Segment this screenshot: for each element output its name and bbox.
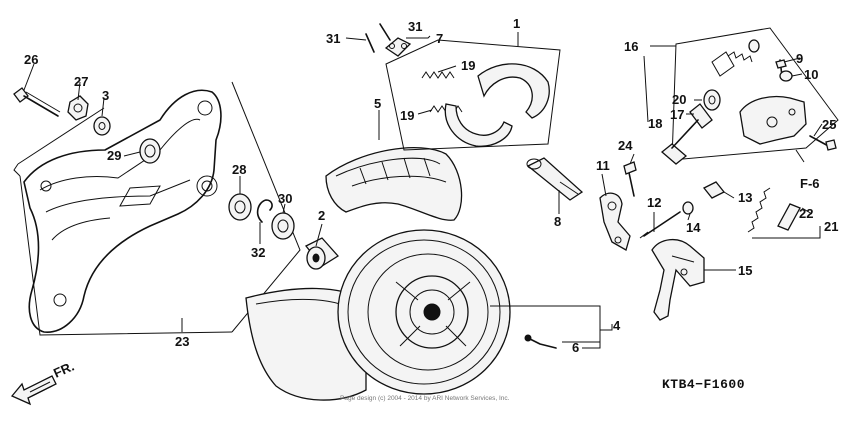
callout-28: 28 [232, 162, 246, 177]
callout-18: 18 [648, 116, 662, 131]
callout-26: 26 [24, 52, 38, 67]
callout-31-right: 31 [408, 19, 422, 34]
callout-14: 14 [686, 220, 701, 235]
pin-plate-7 [384, 37, 412, 57]
diagram-code: KTB4−F1600 [662, 377, 745, 392]
bracket-1 [385, 39, 561, 151]
figure-reference: F-6 [800, 176, 820, 191]
callout-30: 30 [278, 191, 292, 206]
caliper-body [739, 95, 807, 145]
bearing-30 [271, 212, 295, 240]
circlip-32 [256, 199, 273, 223]
callout-23: 23 [175, 334, 189, 349]
bracket-23-left [13, 163, 21, 177]
leader-lines [23, 32, 823, 349]
callout-3: 3 [102, 88, 109, 103]
seal-29 [139, 138, 161, 164]
front-label: FR. [51, 359, 76, 381]
callout-13: 13 [738, 190, 752, 205]
spring-21 [747, 187, 771, 233]
bolt-26 [13, 87, 61, 117]
callout-32: 32 [251, 245, 265, 260]
pin-31b [379, 23, 391, 41]
callout-21: 21 [824, 219, 838, 234]
callout-8: 8 [554, 214, 561, 229]
rear-tire [325, 147, 463, 221]
brake-shoe-lower [444, 103, 513, 147]
collar-2 [304, 237, 339, 270]
joint-14 [682, 201, 694, 215]
callout-12: 12 [647, 195, 661, 210]
callout-5: 5 [374, 96, 381, 111]
bracket-23-top [17, 107, 105, 165]
rear-fork-arm [23, 89, 222, 333]
callout-19-lower: 19 [400, 108, 414, 123]
callout-9: 9 [796, 51, 803, 66]
callout-31-left: 31 [326, 31, 340, 46]
rod-18 [660, 119, 699, 165]
callout-labels: 26 27 3 29 28 30 32 2 23 5 31 31 7 1 19 … [24, 16, 838, 355]
bearing-28 [228, 193, 252, 221]
callout-6: 6 [572, 340, 579, 355]
callout-16: 16 [624, 39, 638, 54]
spring-piston-stack [711, 39, 760, 77]
callout-22: 22 [799, 206, 813, 221]
bolt-24 [623, 161, 637, 197]
valve-6 [524, 334, 557, 349]
front-direction-arrow: FR. [10, 359, 76, 406]
bracket-23-bottom [19, 175, 233, 336]
bolt-25 [809, 135, 837, 151]
brake-arm-11 [599, 192, 631, 251]
collar-3 [93, 116, 111, 136]
callout-25: 25 [822, 117, 836, 132]
callout-10: 10 [804, 67, 818, 82]
pin-31a [365, 33, 375, 53]
brake-pedal-15 [651, 239, 705, 321]
callout-19-upper: 19 [461, 58, 475, 73]
bracket-16 [671, 27, 839, 161]
seal-20 [703, 89, 721, 111]
callout-4: 4 [613, 318, 621, 333]
spring-13 [702, 181, 726, 199]
callout-7: 7 [436, 31, 443, 46]
brake-shoe-upper [477, 63, 550, 119]
callout-20: 20 [672, 92, 686, 107]
callout-17: 17 [670, 107, 684, 122]
sleeve-22 [777, 203, 801, 231]
callout-15: 15 [738, 263, 752, 278]
rear-wheel [337, 229, 511, 395]
copyright-notice: Page design (c) 2004 - 2014 by ARI Netwo… [340, 395, 510, 402]
callout-24: 24 [618, 138, 633, 153]
callout-11: 11 [596, 158, 610, 173]
cap-10 [779, 70, 793, 82]
callout-27: 27 [74, 74, 88, 89]
callout-2: 2 [318, 208, 325, 223]
callout-1: 1 [513, 16, 520, 31]
nut-27 [67, 95, 89, 121]
spring-19-upper [421, 71, 455, 79]
callout-29: 29 [107, 148, 121, 163]
piston-17 [689, 103, 713, 129]
rod-12 [639, 211, 681, 239]
brake-cam-8 [526, 157, 584, 201]
